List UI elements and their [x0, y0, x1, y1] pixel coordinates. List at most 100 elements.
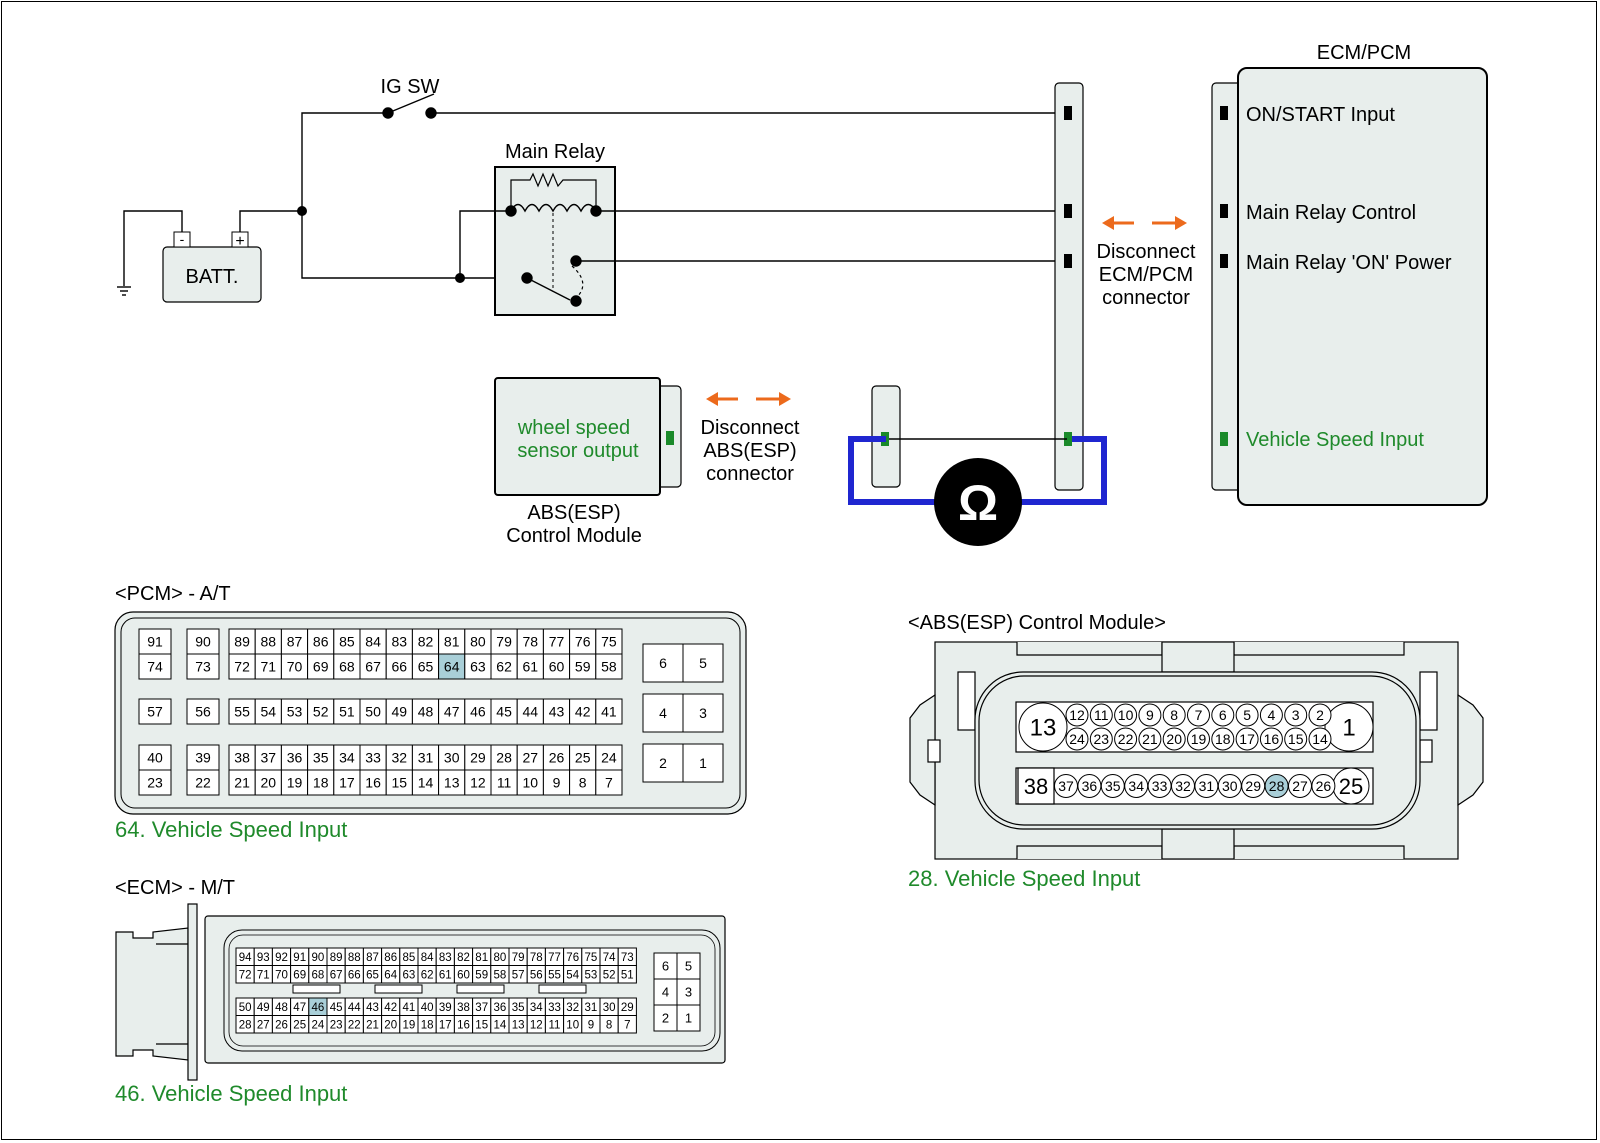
connector-pin: 40	[138, 744, 172, 771]
connector-pin: 11	[544, 1015, 565, 1034]
connector-pin: 60	[453, 965, 474, 984]
connector-pin: 46	[308, 997, 328, 1016]
pin-number: 33	[548, 1002, 561, 1014]
pin-number: 77	[549, 634, 565, 650]
connector-pin: 68	[333, 653, 361, 680]
connector-pin: 23	[138, 769, 172, 796]
connector-pin: 47	[438, 698, 466, 725]
pin-number: 1	[699, 755, 707, 771]
connector-pin: 87	[362, 947, 383, 966]
pin-number: 45	[330, 1002, 343, 1014]
connector-pin: 21	[228, 769, 256, 796]
connector-pin: 29	[1241, 774, 1266, 798]
pin-number: 37	[475, 1002, 488, 1014]
pin-number: 82	[418, 634, 434, 650]
pin-number: 40	[421, 1002, 434, 1014]
pin-number: 94	[239, 952, 252, 964]
connector-pin: 87	[280, 628, 309, 655]
connector-pin: 88	[344, 947, 364, 966]
connector-pin: 19	[399, 1015, 419, 1034]
pin-number: 65	[366, 969, 379, 981]
pin-number: 33	[1152, 778, 1168, 794]
pin-number: 38	[234, 750, 250, 766]
pin-number: 31	[1199, 778, 1215, 794]
connector-pin: 65	[362, 965, 383, 984]
ground-icon	[117, 286, 131, 296]
abs-module-line1: ABS(ESP)	[527, 502, 620, 524]
connector-pin: 24	[1065, 727, 1089, 751]
pin-number: 7	[1195, 707, 1203, 723]
pin-number: 30	[444, 750, 460, 766]
connector-pin: 59	[569, 653, 597, 680]
connector-pin: 65	[411, 653, 440, 680]
pcm-connector-caption: 64. Vehicle Speed Input	[115, 817, 347, 842]
abs-connector-caption: 28. Vehicle Speed Input	[908, 866, 1140, 891]
connector-pin: 14	[411, 769, 440, 796]
connector-pin: 68	[308, 965, 328, 984]
pin-number: 88	[348, 952, 361, 964]
disconnect-abs-arrow-icon	[706, 392, 791, 406]
pin-number: 5	[1243, 707, 1251, 723]
pin-number: 2	[662, 1011, 669, 1026]
connector-pin: 17	[333, 769, 361, 796]
connector-pin: 50	[359, 698, 387, 725]
connector-pin: 14	[490, 1015, 510, 1034]
pin-number: 67	[365, 659, 381, 675]
pin-number: 35	[512, 1002, 525, 1014]
connector-pin: 38	[453, 997, 474, 1016]
pin-number: 29	[1245, 778, 1261, 794]
connector-pin: 4	[642, 693, 684, 733]
connector-pin: 66	[344, 965, 364, 984]
pin-number: 15	[392, 775, 408, 791]
connector-pin: 18	[1211, 727, 1235, 751]
connector-pin: 73	[186, 653, 220, 680]
pin-number: 59	[475, 969, 488, 981]
connector-pin: 58	[490, 965, 510, 984]
pin-number: 66	[348, 969, 361, 981]
connector-pin: 37	[254, 744, 282, 771]
pin-number: 76	[566, 952, 579, 964]
connector-pin: 1	[682, 743, 724, 783]
pin-number: 91	[147, 634, 163, 650]
pin-number: 18	[313, 775, 329, 791]
pin-number: 17	[339, 775, 355, 791]
connector-pin: 55	[544, 965, 565, 984]
pin-number: 68	[312, 969, 325, 981]
connector-pin: 9	[581, 1015, 601, 1034]
connector-pin: 18	[417, 1015, 437, 1034]
pin-number: 2	[659, 755, 667, 771]
pin-number: 28	[496, 750, 512, 766]
pin-number: 83	[439, 952, 452, 964]
connector-pin: 48	[411, 698, 440, 725]
connector-pin: 89	[326, 947, 346, 966]
pin-number: 57	[147, 704, 163, 720]
pin-number: 47	[293, 1002, 306, 1014]
connector-pin: 28	[490, 744, 518, 771]
pin-number: 42	[384, 1002, 397, 1014]
connector-pin: 23	[326, 1015, 346, 1034]
connector-pin: 89	[228, 628, 256, 655]
pin-number: 23	[1094, 731, 1110, 747]
pin-number: 35	[1105, 778, 1121, 794]
connector-pin: 53	[581, 965, 601, 984]
pin-number: 54	[566, 969, 579, 981]
ecm-socket-relay-on-power	[1220, 254, 1228, 268]
connector-pin: 72	[235, 965, 255, 984]
connector-pin: 69	[290, 965, 310, 984]
pin-number: 25	[575, 750, 591, 766]
pin-number: 13	[444, 775, 460, 791]
pin-number: 54	[261, 704, 277, 720]
connector-pin: 21	[362, 1015, 383, 1034]
connector-pin: 38	[228, 744, 256, 771]
connector-pin: 44	[516, 698, 544, 725]
connector-pin: 91	[290, 947, 310, 966]
pcm-connector-inner	[120, 617, 741, 809]
ecm-socket-vehicle-speed	[1220, 432, 1228, 446]
connector-pin: 56	[526, 965, 546, 984]
ecm-pin-relay-control	[1064, 204, 1072, 218]
connector-pin: 74	[599, 947, 619, 966]
pin-number: 84	[365, 634, 381, 650]
pin-number: 25	[1339, 774, 1363, 799]
connector-pin: 12	[464, 769, 492, 796]
pin-number: 4	[659, 705, 667, 721]
